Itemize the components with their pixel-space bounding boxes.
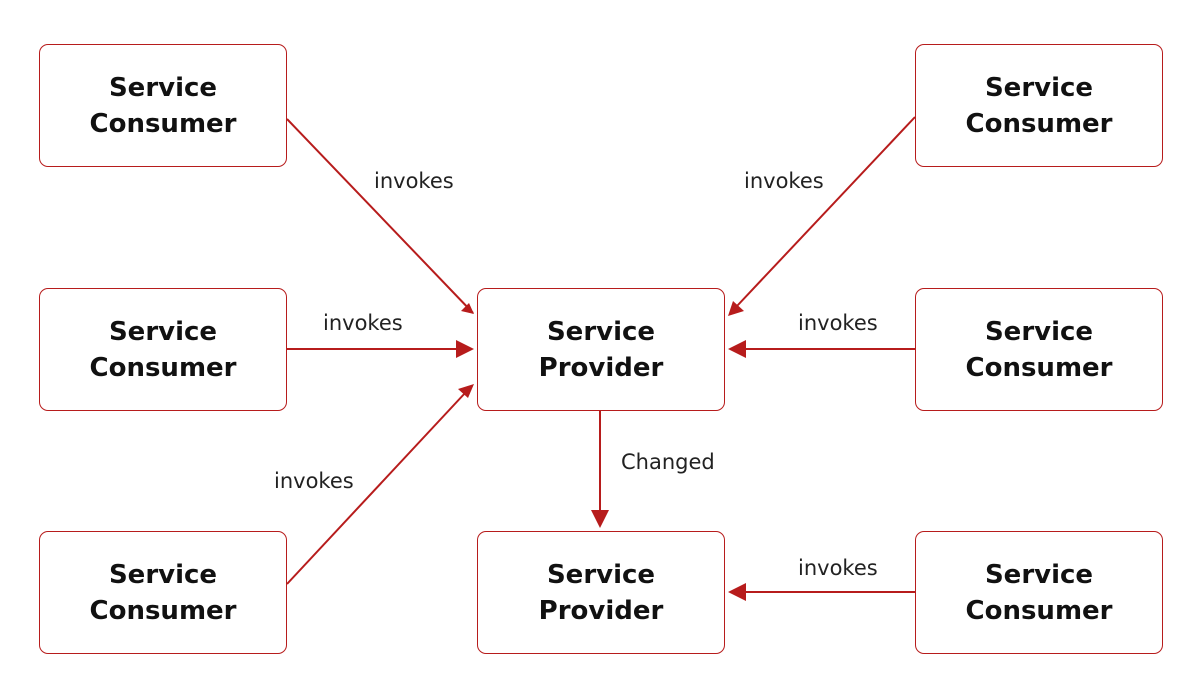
node-label-line2: Consumer bbox=[965, 352, 1113, 383]
arrowhead-c2-p1 bbox=[456, 340, 474, 358]
node-label-line2: Consumer bbox=[965, 595, 1113, 626]
edge-label-changed: Changed bbox=[621, 450, 715, 474]
edge-arrow-c1-p1 bbox=[286, 118, 474, 314]
node-label-line1: Service bbox=[984, 316, 1094, 347]
node-service-consumer-top-left: Service Consumer bbox=[39, 44, 287, 167]
arrowhead-p1-p2 bbox=[591, 510, 609, 528]
node-label-line1: Service bbox=[984, 559, 1094, 590]
edge-label-invokes: invokes bbox=[374, 169, 454, 193]
node-service-consumer-top-right: Service Consumer bbox=[915, 44, 1163, 167]
node-label-line1: Service bbox=[984, 72, 1094, 103]
edge-label-invokes: invokes bbox=[798, 556, 878, 580]
edge-arrow-c3-p1 bbox=[286, 391, 467, 585]
node-label-line2: Consumer bbox=[89, 352, 237, 383]
node-service-consumer-middle-right: Service Consumer bbox=[915, 288, 1163, 411]
node-label-line1: Service bbox=[108, 316, 218, 347]
node-label-line2: Provider bbox=[538, 352, 664, 383]
edge-label-invokes: invokes bbox=[744, 169, 824, 193]
edge-label-invokes: invokes bbox=[274, 469, 354, 493]
edge-label-invokes: invokes bbox=[323, 311, 403, 335]
arrowhead-c5-p1 bbox=[728, 340, 746, 358]
node-service-provider-changed: Service Provider bbox=[477, 531, 725, 654]
node-label-line2: Consumer bbox=[89, 595, 237, 626]
node-label-line1: Service bbox=[108, 559, 218, 590]
node-service-provider: Service Provider bbox=[477, 288, 725, 411]
node-label-line2: Provider bbox=[538, 595, 664, 626]
node-service-consumer-bottom-left: Service Consumer bbox=[39, 531, 287, 654]
node-label-line2: Consumer bbox=[965, 108, 1113, 139]
arrowhead-c6-p2 bbox=[728, 583, 746, 601]
edge-arrow-c4-p1 bbox=[736, 116, 916, 307]
node-service-consumer-bottom-right: Service Consumer bbox=[915, 531, 1163, 654]
arrowhead-c4-p1 bbox=[728, 301, 744, 316]
node-label-line2: Consumer bbox=[89, 108, 237, 139]
arrowhead-c1-p1 bbox=[461, 303, 474, 314]
edge-label-invokes: invokes bbox=[798, 311, 878, 335]
arrowhead-c3-p1 bbox=[458, 384, 474, 398]
node-service-consumer-middle-left: Service Consumer bbox=[39, 288, 287, 411]
node-label-line1: Service bbox=[108, 72, 218, 103]
node-label-line1: Service bbox=[546, 559, 656, 590]
node-label-line1: Service bbox=[546, 316, 656, 347]
